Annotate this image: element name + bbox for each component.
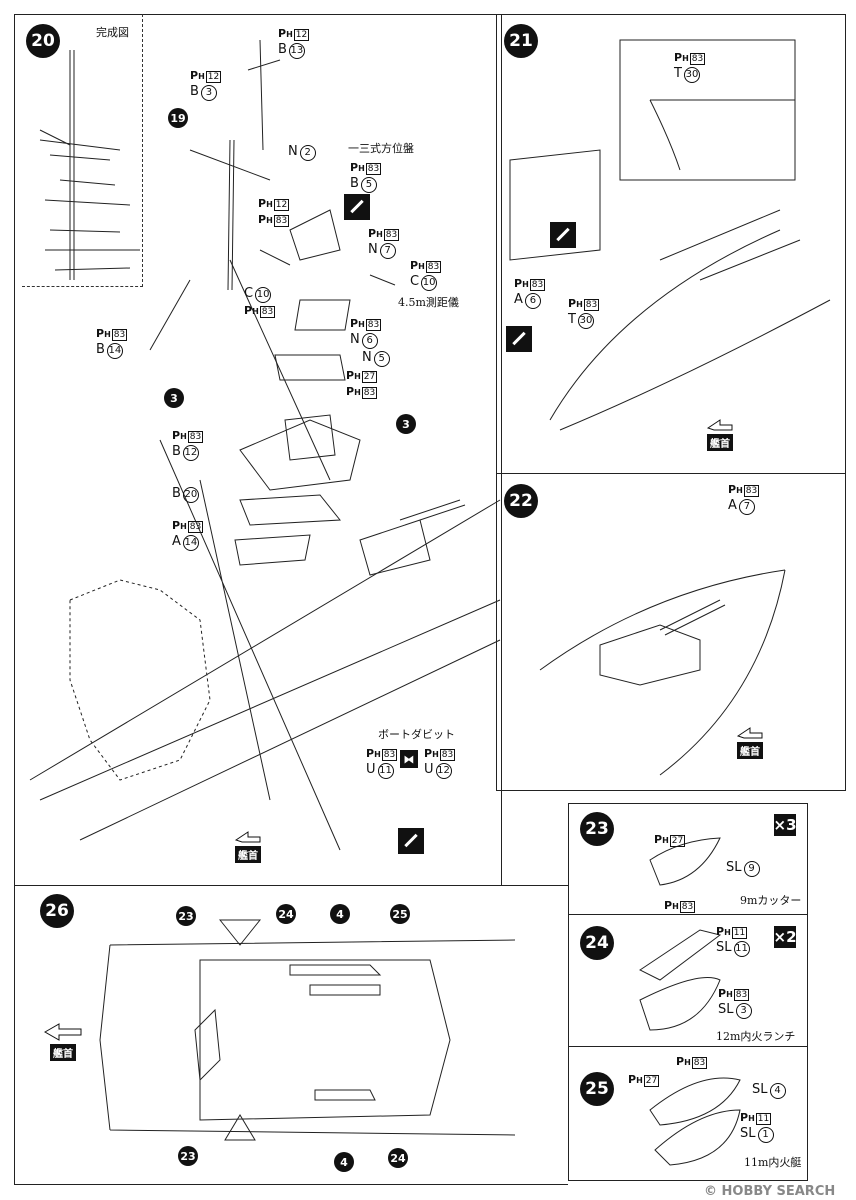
glue-icon-inset-21 — [550, 222, 576, 248]
label-23: 9mカッター — [740, 894, 802, 907]
cranes — [218, 919, 262, 1141]
bow-direction-21: 艦首 — [700, 418, 740, 451]
step-26-panel — [14, 885, 568, 1185]
ref-26-24-bottom: 24 — [388, 1148, 408, 1168]
step-25-panel — [568, 1046, 808, 1181]
turret-22 — [599, 599, 726, 686]
ref-26-23-top: 23 — [176, 906, 196, 926]
director-parts — [259, 209, 396, 381]
hull-outline-20 — [29, 499, 501, 841]
step-24-number: 24 — [580, 926, 614, 960]
launch-drawing — [639, 929, 722, 1031]
label-25: 11m内火艇 — [744, 1156, 802, 1169]
yardarm-drawing — [189, 39, 281, 291]
bow-drawing-21 — [549, 209, 831, 431]
ladder-part — [149, 279, 191, 351]
ref-19: 19 — [168, 108, 188, 128]
ref-3-right: 3 — [396, 414, 416, 434]
watermark: © HOBBY SEARCH — [704, 1184, 836, 1199]
bow-direction-22: 艦首 — [730, 726, 770, 759]
completed-view-box — [22, 14, 143, 287]
davit-label: ボートダビット — [378, 728, 455, 741]
glue-icon — [344, 194, 370, 220]
completed-mast-drawing — [39, 50, 140, 280]
ref-26-4-bottom: 4 — [334, 1152, 354, 1172]
label-24: 12m内火ランチ — [716, 1030, 796, 1043]
deck-plan-boats — [194, 964, 382, 1101]
glue-icon-davit — [398, 828, 424, 854]
multiplier-24: ×2 — [773, 926, 797, 948]
step-20-number: 20 — [26, 24, 60, 58]
bow-direction-20: 艦首 — [228, 830, 268, 863]
completed-view-label: 完成図 — [96, 26, 129, 39]
ref-26-24-top: 24 — [276, 904, 296, 924]
chain-inset — [509, 149, 601, 261]
deck-plan-outline — [99, 939, 516, 1136]
glue-icon-21 — [506, 326, 532, 352]
ref-26-4-top: 4 — [330, 904, 350, 924]
guide-lines — [159, 259, 341, 851]
step-22-panel — [496, 473, 846, 791]
superstructure-dashed — [69, 579, 211, 781]
cutter-drawing — [649, 837, 721, 886]
multiplier-23: ×3 — [773, 814, 797, 836]
step-21-number: 21 — [504, 24, 538, 58]
step-22-number: 22 — [504, 484, 538, 518]
bow-direction-26: 艦首 — [40, 1022, 86, 1061]
rangefinder-label: 4.5m測距儀 — [398, 296, 459, 309]
ref-3-left: 3 — [164, 388, 184, 408]
decks — [234, 494, 341, 566]
ref-26-25-top: 25 — [390, 904, 410, 924]
bow-drawing-22 — [539, 569, 786, 776]
mirror-pair-icon: ⧓ — [400, 750, 418, 768]
step-25-number: 25 — [580, 1072, 614, 1106]
step-26-number: 26 — [40, 894, 74, 928]
director-label: 一三式方位盤 — [348, 142, 414, 155]
bridge-base — [239, 414, 361, 491]
forecastle-gun — [359, 499, 466, 576]
bow-inset — [619, 39, 796, 181]
step-23-number: 23 — [580, 812, 614, 846]
pinnace-drawing — [649, 1077, 741, 1166]
ref-26-23-bottom: 23 — [178, 1146, 198, 1166]
